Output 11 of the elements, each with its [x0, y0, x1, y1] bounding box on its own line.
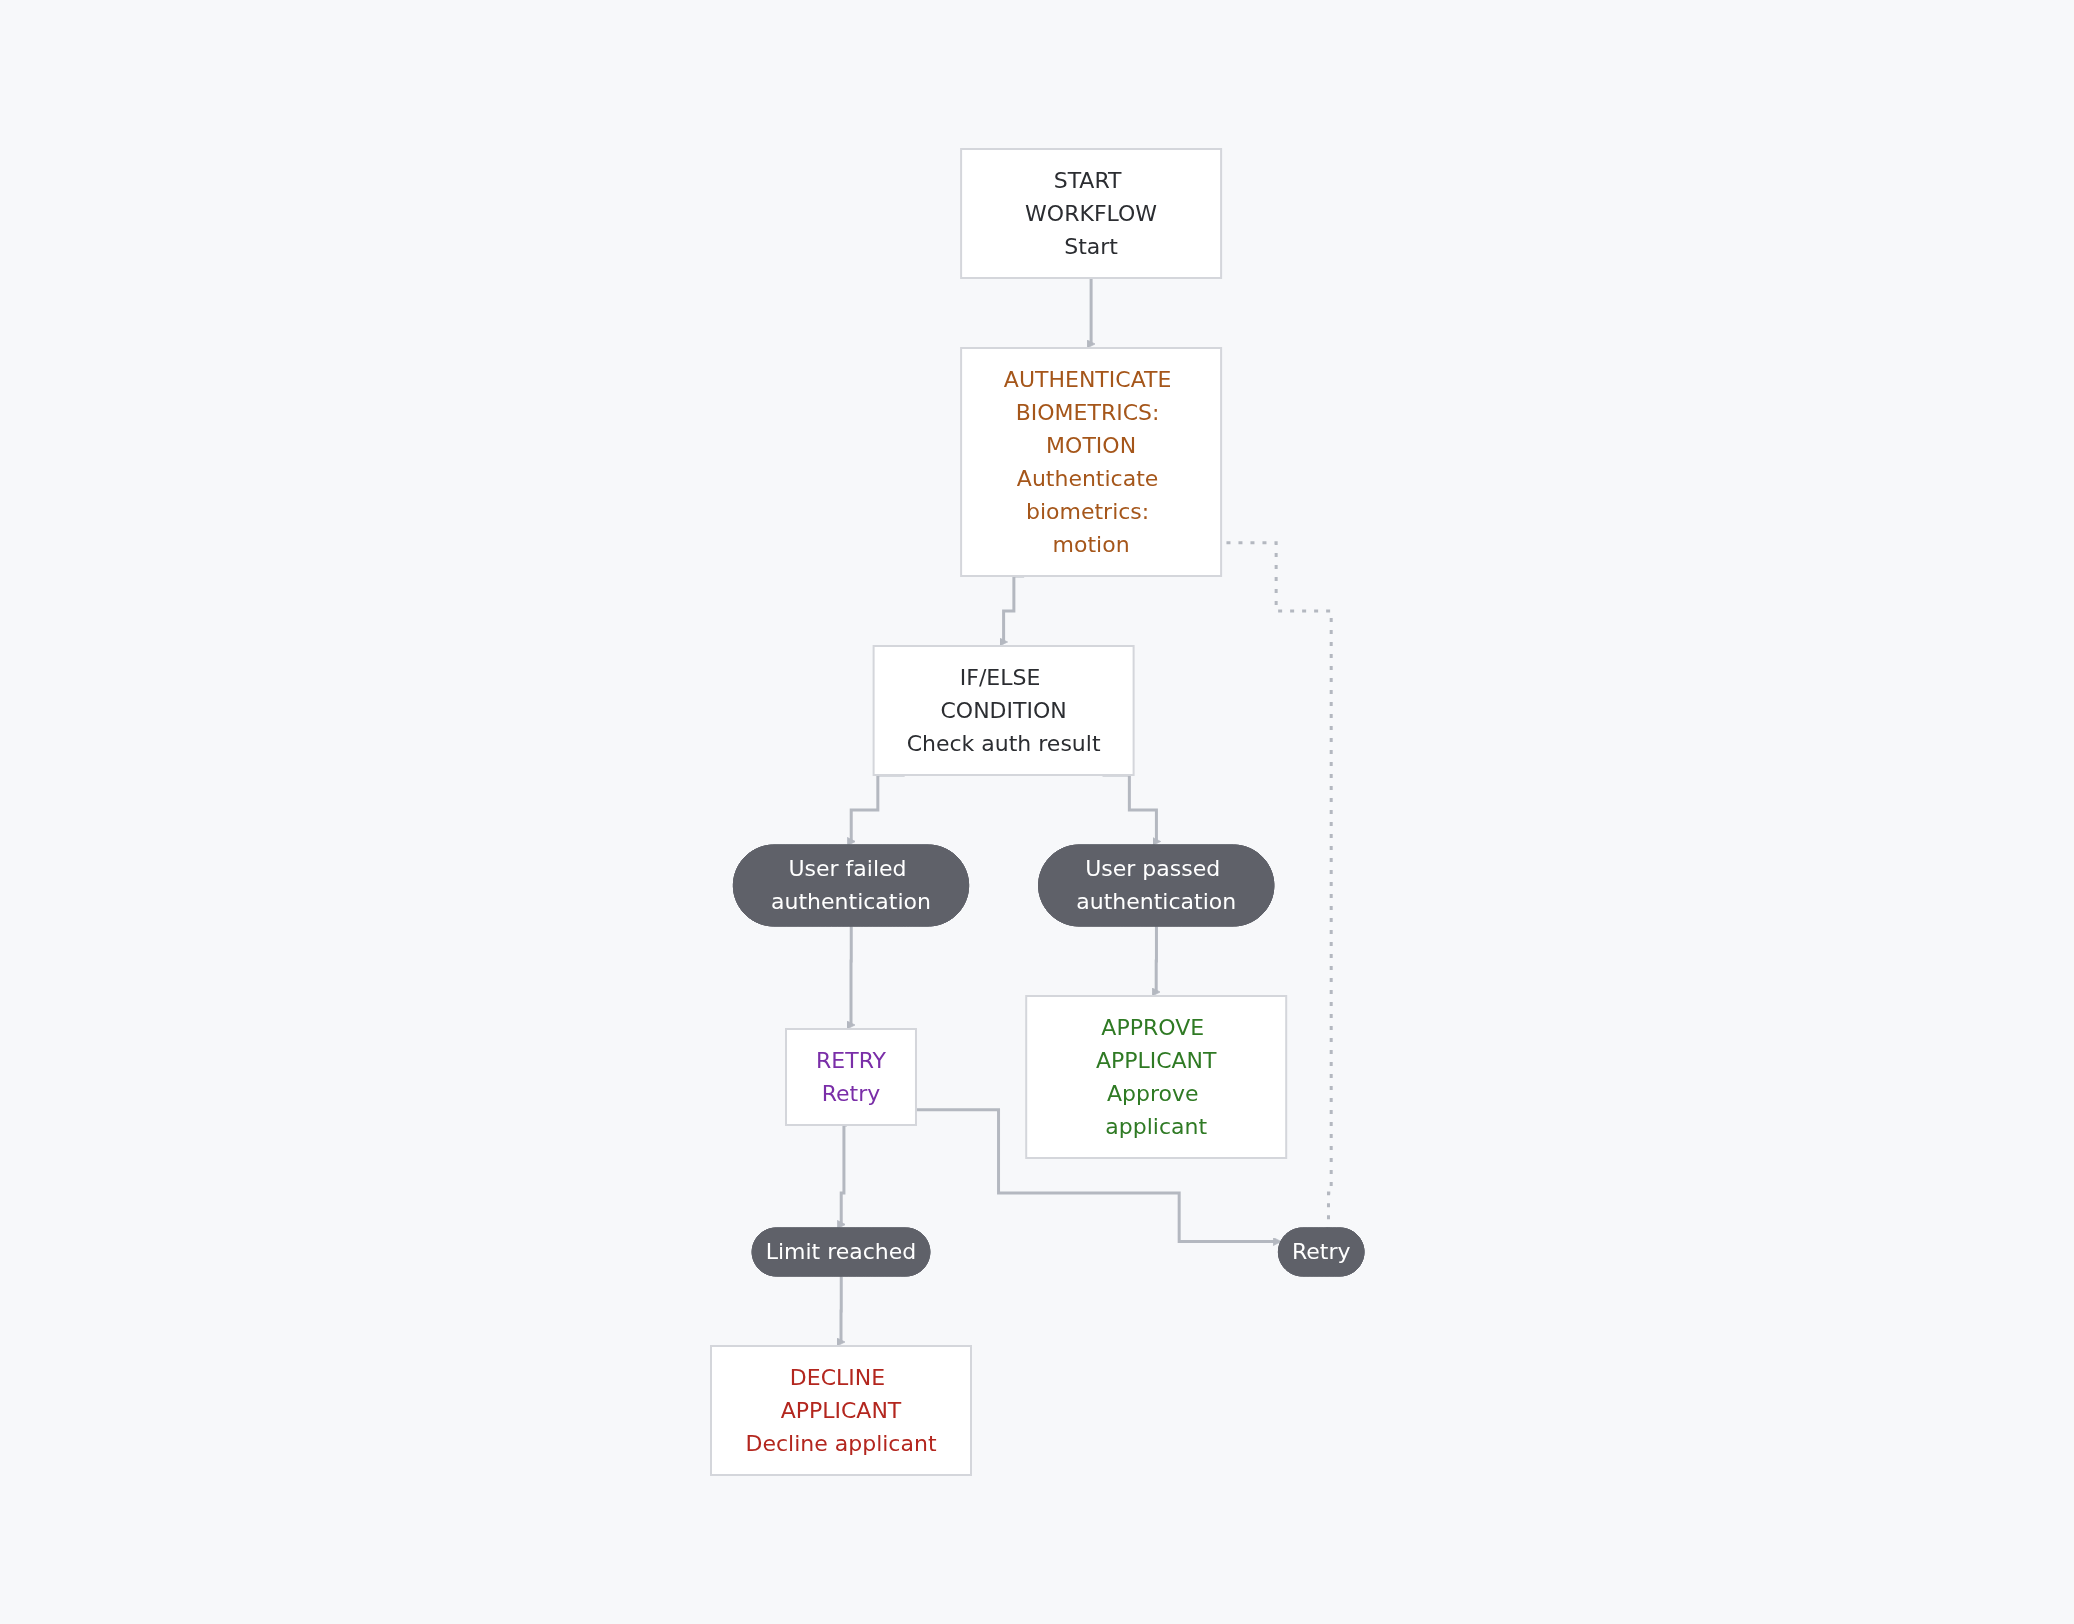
arrow — [836, 1275, 845, 1347]
arrow — [846, 925, 855, 1030]
node-box: DECLINE APPLICANT Decline applicant — [709, 1345, 972, 1476]
arrow — [915, 1108, 1282, 1246]
arrow — [1151, 925, 1161, 997]
node-box: START WORKFLOW Start — [959, 148, 1222, 279]
node-box: AUTHENTICATE BIOMETRICS: MOTION Authenticate biometrics: motion — [959, 347, 1222, 577]
node-box: APPROVE APPLICANT Approve applicant — [1024, 995, 1287, 1159]
node-box: RETRY Retry — [784, 1028, 917, 1126]
node-box: IF/ELSE CONDITION Check auth result — [872, 645, 1135, 776]
arrow — [836, 1123, 847, 1229]
